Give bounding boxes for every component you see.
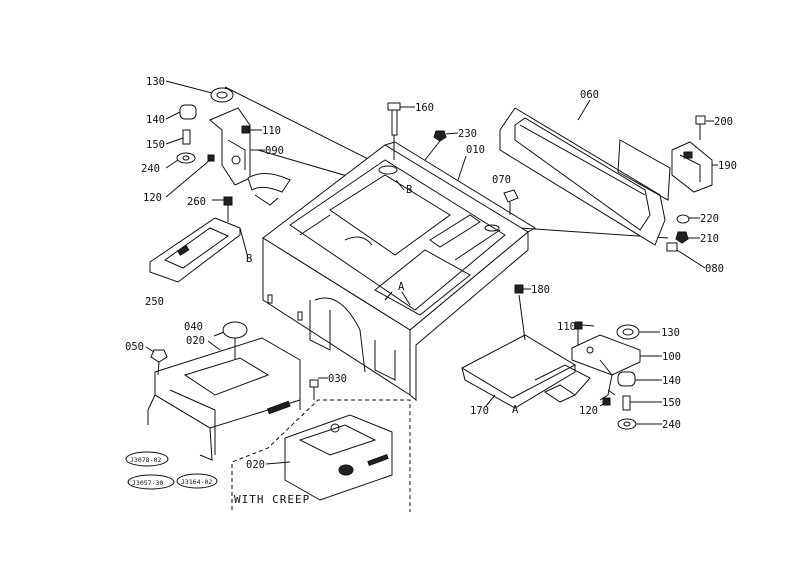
cap-040 bbox=[222, 321, 248, 360]
label-020: 020 bbox=[186, 335, 205, 347]
stamp-3: J3164-02 bbox=[181, 478, 212, 486]
mount-130-left bbox=[210, 87, 234, 103]
floor-panel bbox=[262, 141, 536, 402]
washer-220 bbox=[676, 214, 690, 224]
label-150b: 150 bbox=[662, 397, 681, 409]
part-labels: 130 140 150 240 120 110 090 260 250 160 … bbox=[125, 76, 737, 471]
bolt-200 bbox=[695, 115, 706, 140]
creep-box bbox=[231, 399, 411, 512]
washer-240-right bbox=[617, 418, 637, 430]
label-210: 210 bbox=[700, 233, 719, 245]
label-140b: 140 bbox=[662, 375, 681, 387]
label-150: 150 bbox=[146, 139, 165, 151]
bracket-090 bbox=[209, 107, 291, 206]
label-260: 260 bbox=[187, 196, 206, 208]
label-100: 100 bbox=[662, 351, 681, 363]
bolt-080 bbox=[666, 242, 678, 252]
label-120b: 120 bbox=[579, 405, 598, 417]
clip-070 bbox=[503, 189, 519, 215]
stamp-2: J3057-30 bbox=[132, 479, 163, 487]
bracket-190 bbox=[671, 141, 713, 193]
nut-210 bbox=[675, 231, 689, 244]
bush-150-left bbox=[182, 129, 191, 145]
label-110b: 110 bbox=[557, 321, 576, 333]
label-140: 140 bbox=[146, 114, 165, 126]
label-110: 110 bbox=[262, 125, 281, 137]
label-250: 250 bbox=[145, 296, 164, 308]
bush-150-right bbox=[622, 395, 631, 411]
label-130b: 130 bbox=[661, 327, 680, 339]
label-070: 070 bbox=[492, 174, 511, 186]
washer-240-left bbox=[176, 152, 196, 164]
label-090: 090 bbox=[265, 145, 284, 157]
label-160: 160 bbox=[415, 102, 434, 114]
bolt-120-right bbox=[602, 397, 611, 406]
dash-panel bbox=[499, 107, 671, 246]
label-200: 200 bbox=[714, 116, 733, 128]
label-020-creep: 020 bbox=[246, 459, 265, 471]
leader-line bbox=[224, 86, 391, 171]
label-060: 060 bbox=[580, 89, 599, 101]
with-creep-label: WITH CREEP bbox=[234, 493, 310, 506]
label-010: 010 bbox=[466, 144, 485, 156]
nut-230 bbox=[424, 130, 447, 161]
label-170: 170 bbox=[470, 405, 489, 417]
label-240: 240 bbox=[141, 163, 160, 175]
mount-130-right bbox=[616, 324, 640, 340]
ref-a2: A bbox=[512, 404, 519, 416]
label-230: 230 bbox=[458, 128, 477, 140]
label-leaders bbox=[145, 80, 718, 465]
bolt-120-left bbox=[207, 154, 215, 162]
label-190: 190 bbox=[718, 160, 737, 172]
bolt-110-left bbox=[241, 125, 250, 134]
label-180: 180 bbox=[531, 284, 550, 296]
bolt-030 bbox=[309, 379, 319, 400]
nut-050 bbox=[150, 349, 168, 376]
reference-letters: A A B B bbox=[246, 179, 519, 416]
mount-140-right bbox=[617, 371, 636, 387]
label-030: 030 bbox=[328, 373, 347, 385]
label-040: 040 bbox=[184, 321, 203, 333]
label-220: 220 bbox=[700, 213, 719, 225]
cover-020 bbox=[147, 337, 301, 461]
cover-250 bbox=[149, 217, 249, 283]
mount-140-left bbox=[179, 104, 197, 120]
label-130: 130 bbox=[146, 76, 165, 88]
bolt-110-right bbox=[574, 321, 583, 345]
plate-170 bbox=[460, 294, 591, 409]
label-080: 080 bbox=[705, 263, 724, 275]
ref-b2: B bbox=[246, 253, 252, 265]
drawing-stamps: J3078-02 J3057-30 J3164-02 bbox=[125, 451, 218, 490]
label-050: 050 bbox=[125, 341, 144, 353]
ref-a1: A bbox=[398, 281, 405, 293]
cover-020-creep bbox=[284, 414, 393, 501]
label-240b: 240 bbox=[662, 419, 681, 431]
bolt-180 bbox=[514, 284, 524, 294]
bracket-100 bbox=[571, 334, 641, 401]
ref-b1: B bbox=[406, 184, 412, 196]
stamp-1: J3078-02 bbox=[130, 456, 161, 464]
label-120: 120 bbox=[143, 192, 162, 204]
bolt-260 bbox=[223, 196, 233, 222]
